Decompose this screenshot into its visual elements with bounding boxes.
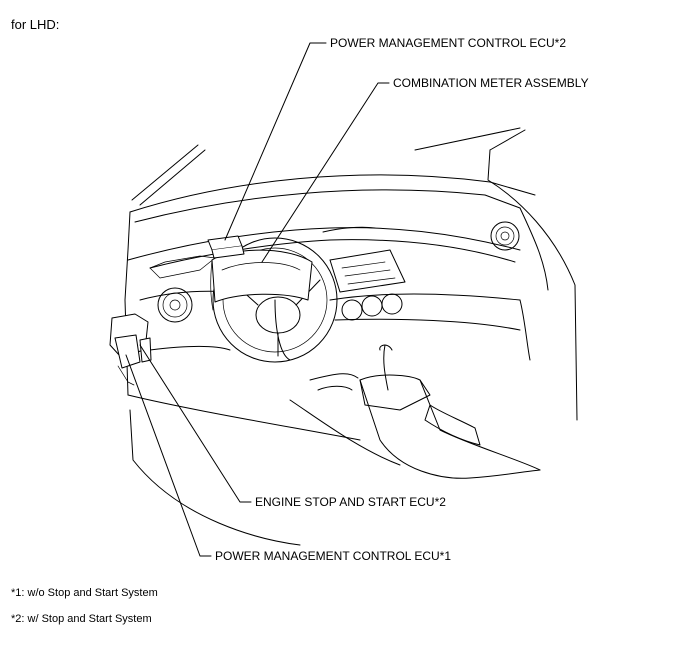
label-pm-ecu-2: POWER MANAGEMENT CONTROL ECU*2 [330,36,567,50]
lower-ecu-cluster [109,313,152,386]
combination-meter [210,249,313,311]
leader-pm-ecu-1 [125,354,212,557]
left-air-vent [157,287,193,323]
footnote-2: *2: w/ Stop and Start System [11,613,152,625]
footnote-1: *1: w/o Stop and Start System [11,587,158,599]
leader-pm-ecu-2 [224,42,327,241]
floor-lines [289,373,401,466]
label-pm-ecu-1: POWER MANAGEMENT CONTROL ECU*1 [215,549,452,563]
steering-wheel [212,237,338,363]
dashboard-body [124,149,578,546]
leader-combination-meter [261,82,390,263]
label-engine-stop-start-ecu: ENGINE STOP AND START ECU*2 [255,495,446,509]
windshield-outline [131,127,526,206]
leader-lines [125,42,390,557]
label-combination-meter: COMBINATION METER ASSEMBLY [393,76,589,90]
shift-console [359,344,541,479]
right-air-vent [490,221,520,251]
leader-engine-stop-start-ecu [139,344,252,503]
diagram-heading: for LHD: [11,17,60,32]
upper-pm-ecu-part [207,235,245,259]
